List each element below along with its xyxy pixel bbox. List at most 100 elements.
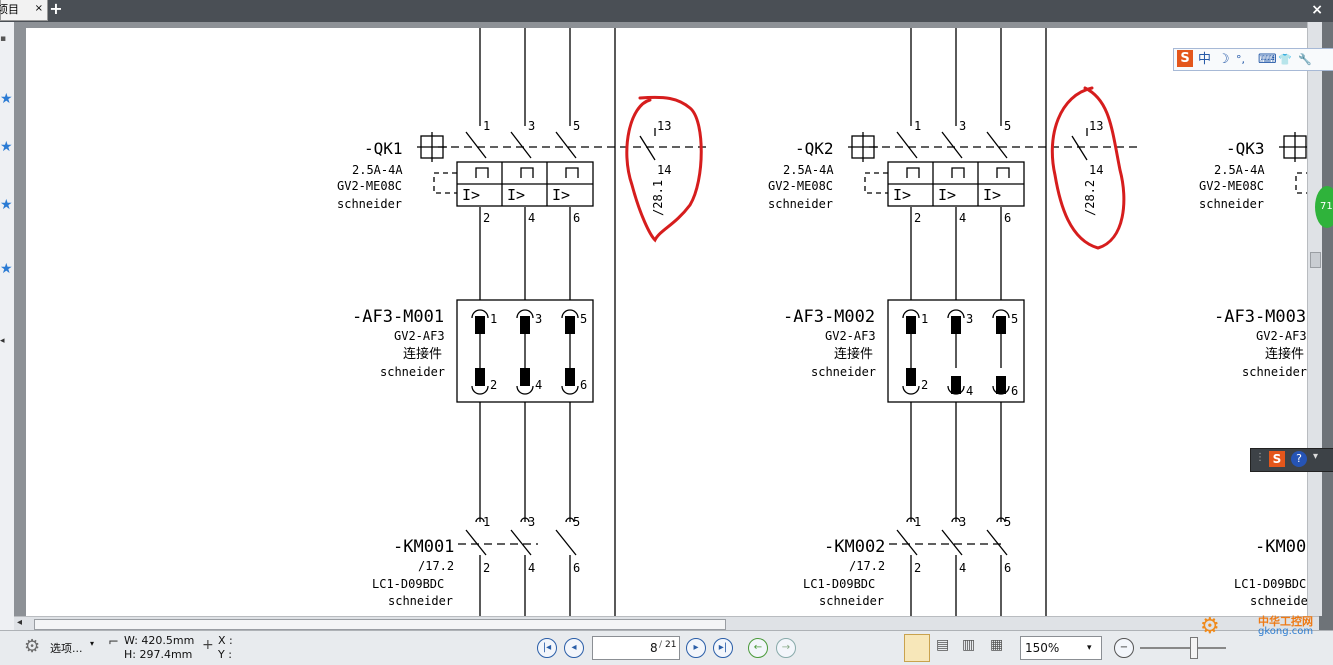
qk3-maker: schneider — [1199, 197, 1264, 211]
bookmark-icon[interactable]: ★ — [0, 139, 13, 155]
help-icon[interactable]: ? — [1291, 451, 1307, 467]
grip-icon: ⋮⋮ — [1255, 452, 1275, 463]
qk2-term: 1 — [914, 119, 921, 133]
vertical-scroll-thumb[interactable] — [1310, 252, 1321, 268]
floating-badge[interactable]: 71 — [1315, 186, 1333, 228]
forward-view-button[interactable]: → — [776, 638, 796, 658]
qk1-rating: 2.5A-4A — [352, 163, 403, 177]
af1-term: 3 — [535, 312, 542, 326]
km2-maker: schneider — [819, 594, 884, 608]
shirt-icon[interactable]: 👕 — [1278, 53, 1292, 66]
af1-desc: 连接件 — [403, 346, 442, 362]
schematic-page: -QK1 2.5A-4A GV2-ME08C schneider 1 3 5 2… — [26, 28, 1311, 616]
page-number-input[interactable]: 8 / 21 — [592, 636, 680, 660]
ime-logo-icon[interactable]: S — [1177, 50, 1193, 67]
qk2-term: 4 — [959, 211, 966, 225]
dropdown-icon[interactable]: ▾ — [1313, 451, 1319, 462]
qk2-term: 6 — [1004, 211, 1011, 225]
ime-mode[interactable]: 中 — [1198, 52, 1212, 67]
qk2-model: GV2-ME08C — [768, 179, 833, 193]
af1-model: GV2-AF3 — [394, 329, 445, 343]
moon-icon[interactable]: ☽ — [1218, 52, 1230, 67]
horizontal-scroll-thumb[interactable] — [34, 619, 726, 630]
af3-tag: -AF3-M003 — [1214, 307, 1306, 327]
ime-logo-icon[interactable]: S — [1269, 451, 1285, 467]
qk2-rating: 2.5A-4A — [783, 163, 834, 177]
single-page-view-icon[interactable] — [904, 634, 930, 662]
pin-icon[interactable]: ▪ — [0, 34, 7, 44]
af2-term: 4 — [966, 384, 973, 398]
tab-label: 项目 — [0, 3, 19, 16]
ime-mini-toolbar[interactable]: ⋮⋮ S ? ▾ — [1250, 448, 1333, 472]
af1-maker: schneider — [380, 365, 445, 379]
qk1-term: 6 — [573, 211, 580, 225]
watermark-title: 中华工控网 — [1258, 615, 1313, 628]
bookmark-icon[interactable]: ★ — [0, 197, 13, 213]
km1-tag: -KM001 — [393, 537, 454, 557]
ime-toolbar[interactable]: S 中 ☽ °, ⌨ 👕 🔧 — [1173, 48, 1333, 71]
qk1-aux-top: 13 — [657, 119, 671, 133]
qk1-maker: schneider — [337, 197, 402, 211]
bookmark-icon[interactable]: ★ — [0, 261, 13, 277]
document-tab[interactable]: 项目 × — [0, 0, 48, 21]
km3-model: LC1-D09BDC — [1234, 577, 1306, 591]
size-icon: ⌐ — [108, 635, 119, 650]
qk2-term: 2 — [914, 211, 921, 225]
watermark: ⚙ 中华工控网 gkong.com — [1200, 612, 1330, 642]
zoom-slider-thumb[interactable] — [1190, 637, 1198, 659]
horizontal-scrollbar[interactable]: ◂ — [14, 616, 1319, 631]
af1-term: 2 — [490, 378, 497, 392]
keyboard-icon[interactable]: ⌨ — [1258, 52, 1277, 67]
trip-label: I> — [462, 186, 480, 204]
af2-term: 3 — [966, 312, 973, 326]
document-viewer[interactable]: -QK1 2.5A-4A GV2-ME08C schneider 1 3 5 2… — [14, 22, 1319, 616]
bookmark-icon[interactable]: ★ — [0, 91, 13, 107]
grid-view-icon[interactable]: ▦ — [990, 637, 1004, 653]
trip-label: I> — [893, 186, 911, 204]
gear-icon[interactable]: ⚙ — [24, 636, 41, 657]
scroll-left-icon[interactable]: ◂ — [17, 617, 23, 628]
km1-ref: /17.2 — [418, 559, 454, 573]
km1-term: 2 — [483, 561, 490, 575]
collapse-arrow-icon[interactable]: ◂ — [0, 336, 5, 346]
qk1-term: 1 — [483, 119, 490, 133]
options-menu[interactable]: 选项... — [50, 642, 83, 655]
facing-view-icon[interactable]: ▥ — [962, 637, 976, 653]
new-tab-icon[interactable]: + — [49, 0, 63, 18]
chevron-down-icon[interactable]: ▾ — [1087, 643, 1092, 653]
back-view-button[interactable]: ← — [748, 638, 768, 658]
red-circle-annotation — [625, 95, 703, 243]
prev-page-button[interactable]: ◂ — [564, 638, 584, 658]
status-bar: ⚙ 选项... ▾ ⌐ W: 420.5mm H: 297.4mm + X : … — [0, 630, 1333, 665]
zoom-select[interactable]: 150% ▾ — [1020, 636, 1102, 660]
km2-term: 3 — [959, 515, 966, 529]
wrench-icon[interactable]: 🔧 — [1298, 53, 1312, 66]
last-page-button[interactable]: ▸| — [713, 638, 733, 658]
km2-ref: /17.2 — [849, 559, 885, 573]
km2-term: 1 — [914, 515, 921, 529]
trip-label: I> — [983, 186, 1001, 204]
trip-label: I> — [938, 186, 956, 204]
zoom-slider[interactable] — [1140, 647, 1226, 649]
side-panel-strip[interactable]: ▪ ★ ★ ★ ★ ◂ — [0, 22, 15, 642]
punctuation-icon[interactable]: °, — [1236, 53, 1245, 66]
zoom-out-button[interactable]: − — [1114, 638, 1134, 658]
total-pages: 21 — [665, 640, 677, 650]
af1-tag: -AF3-M001 — [352, 307, 444, 327]
first-page-button[interactable]: |◂ — [537, 638, 557, 658]
close-icon[interactable]: × — [1311, 2, 1323, 18]
tab-bar: 项目 × + × — [0, 0, 1333, 22]
km1-term: 6 — [573, 561, 580, 575]
watermark-url: gkong.com — [1258, 626, 1314, 637]
km3-tag: -KM00 — [1255, 537, 1306, 557]
continuous-view-icon[interactable]: ▤ — [936, 637, 950, 653]
qk2-maker: schneider — [768, 197, 833, 211]
schematic-drawing: -QK1 2.5A-4A GV2-ME08C schneider 1 3 5 2… — [337, 28, 1311, 616]
km3-maker: schneider — [1250, 594, 1311, 608]
af2-tag: -AF3-M002 — [783, 307, 875, 327]
qk2-aux-bot: 14 — [1089, 163, 1103, 177]
next-page-button[interactable]: ▸ — [686, 638, 706, 658]
vertical-scrollbar[interactable] — [1307, 22, 1322, 616]
tab-close-icon[interactable]: × — [34, 3, 43, 14]
chevron-down-icon[interactable]: ▾ — [90, 639, 95, 648]
